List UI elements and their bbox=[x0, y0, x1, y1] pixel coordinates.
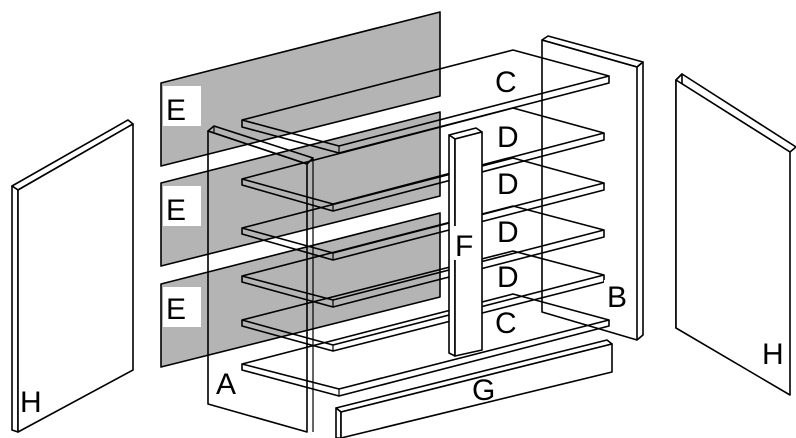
label-e-bottom: E bbox=[166, 293, 186, 326]
label-d-3: D bbox=[497, 216, 519, 249]
part-e-back-panel-top: E bbox=[160, 11, 441, 167]
label-a: A bbox=[216, 368, 236, 401]
label-e-top: E bbox=[166, 94, 186, 127]
label-c-bottom: C bbox=[495, 307, 517, 340]
label-h-left: H bbox=[20, 386, 42, 419]
part-h-left-panel: H bbox=[11, 119, 134, 433]
part-h-right-panel: H bbox=[675, 73, 796, 396]
part-e-back-panel-bottom: E bbox=[160, 212, 441, 368]
part-d-shelf-3: D bbox=[241, 205, 605, 308]
label-d-4: D bbox=[497, 261, 519, 294]
label-d-1: D bbox=[497, 121, 519, 154]
part-d-shelf-4: D bbox=[241, 250, 605, 352]
part-g-plinth: G bbox=[335, 339, 613, 438]
label-h-right: H bbox=[762, 338, 784, 371]
part-e-back-panel-middle: E bbox=[160, 111, 441, 267]
part-a-cabinet-side-left: A bbox=[207, 125, 314, 433]
label-f: F bbox=[455, 230, 473, 263]
label-b: B bbox=[607, 281, 627, 314]
label-c-top: C bbox=[495, 66, 517, 99]
label-d-2: D bbox=[497, 168, 519, 201]
label-e-middle: E bbox=[166, 194, 186, 227]
part-d-shelf-2: D bbox=[241, 157, 605, 261]
part-b-cabinet-side-right: B bbox=[541, 35, 644, 341]
part-f-divider: F bbox=[448, 127, 483, 357]
label-g: G bbox=[472, 374, 495, 407]
part-c-bottom-panel: C bbox=[241, 293, 610, 397]
part-d-shelf-1: D bbox=[241, 107, 605, 212]
